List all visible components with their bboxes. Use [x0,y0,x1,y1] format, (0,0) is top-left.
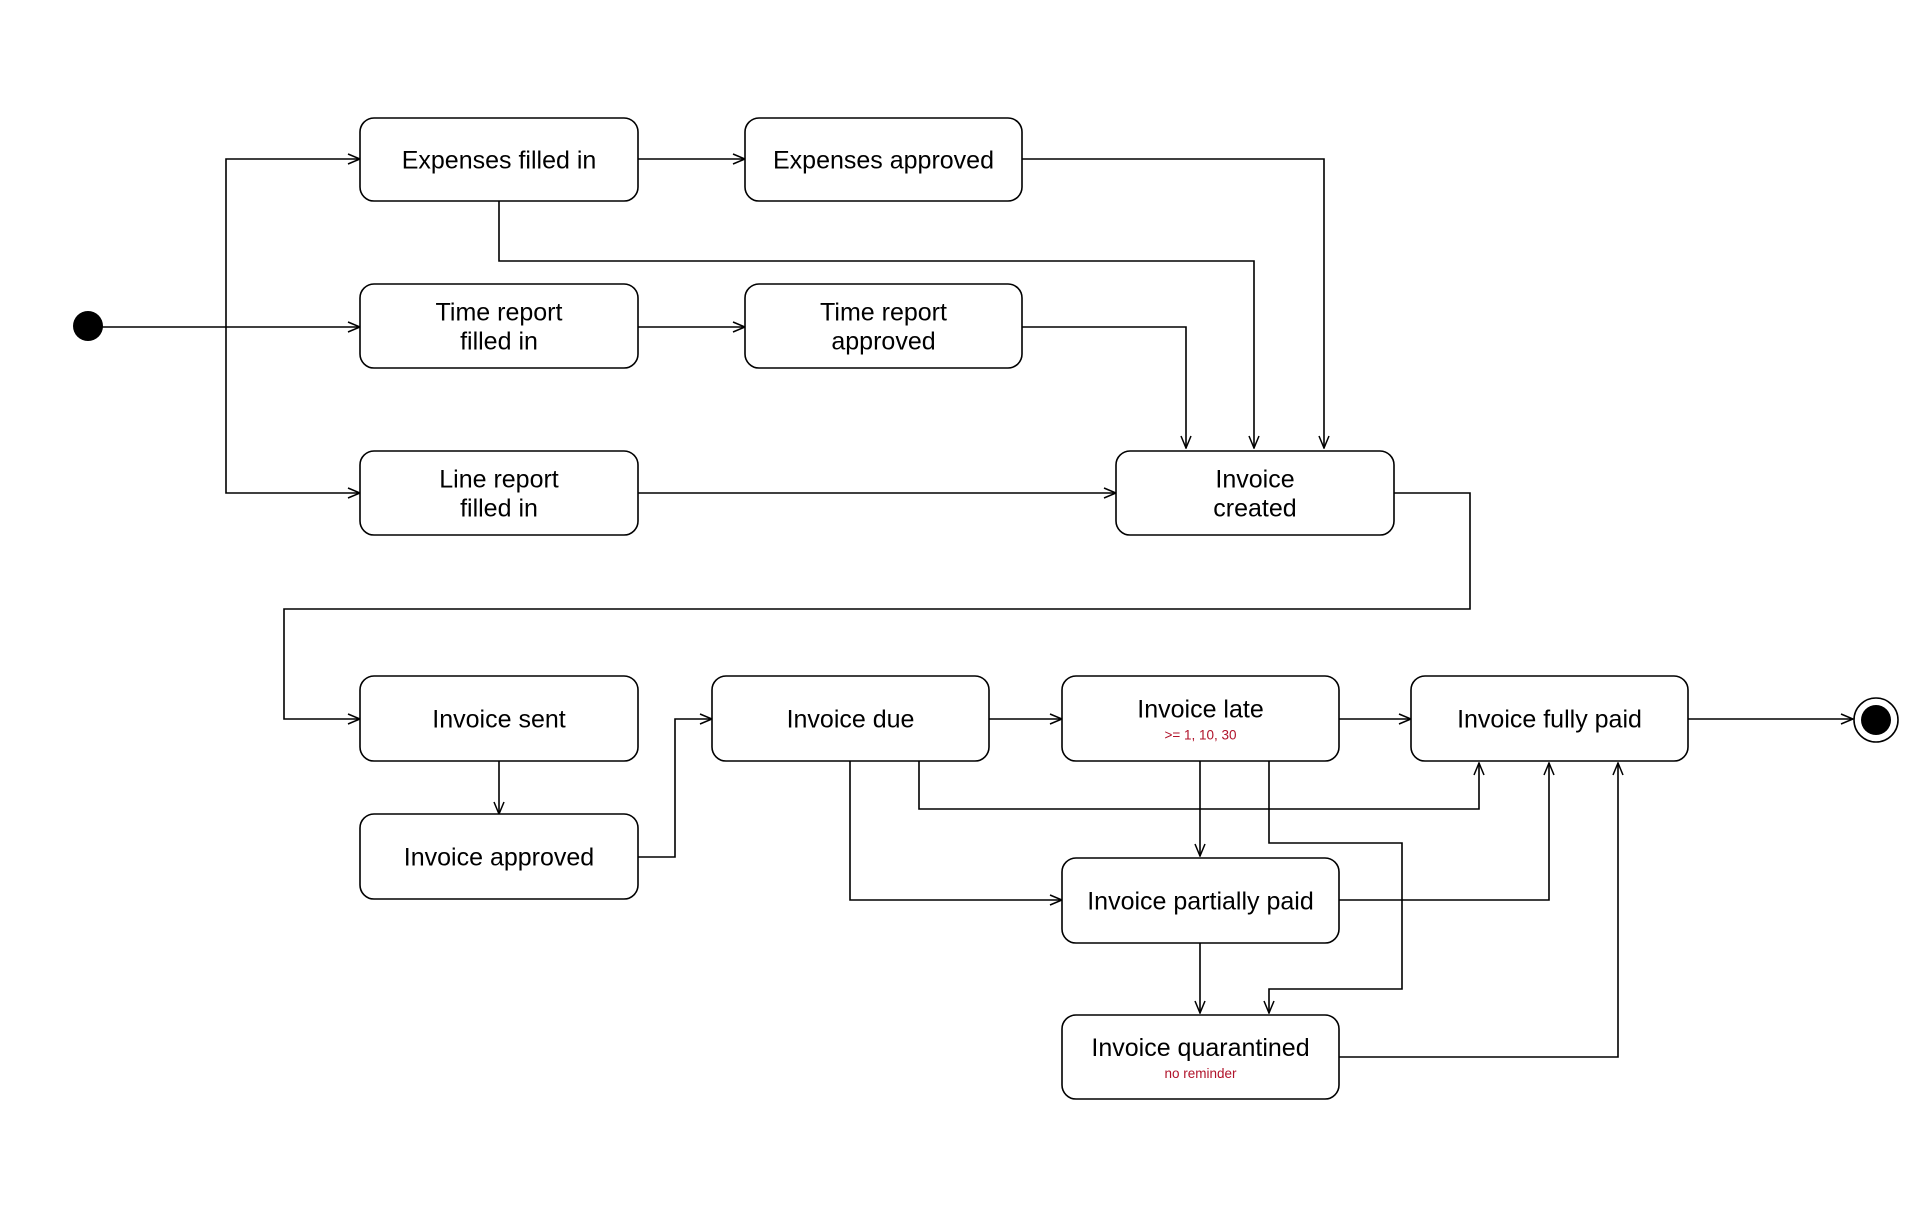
state-label: filled in [460,328,538,356]
transition-expenses-filled-in-to-invoice-created [498,201,1254,448]
state-label: Invoice late [1137,696,1263,724]
state-invoice-sent: Invoice sent [359,675,639,762]
state-expenses-filled-in: Expenses filled in [359,117,639,202]
state-label: Line report [439,466,559,494]
transition-initial-to-expenses-filled-in [225,159,360,327]
state-expenses-approved: Expenses approved [744,117,1023,202]
state-label: Expenses filled in [402,147,597,175]
state-note: >= 1, 10, 30 [1164,728,1236,743]
state-label: Invoice due [787,706,915,734]
transition-initial-to-line-report-filled-in [225,327,360,493]
state-invoice-quarantined: Invoice quarantined no reminder [1061,1014,1340,1100]
state-label: Time report [436,299,563,327]
final-state [1853,697,1899,743]
state-invoice-late: Invoice late >= 1, 10, 30 [1061,675,1340,762]
state-label: Invoice approved [404,844,594,872]
initial-state [73,311,103,341]
transition-expenses-approved-to-invoice-created [1022,158,1324,448]
transition-invoice-quarantined-to-invoice-fully-paid [1339,763,1618,1058]
state-label: Invoice quarantined [1091,1034,1309,1062]
state-label: created [1213,495,1296,523]
state-invoice-partially-paid: Invoice partially paid [1061,857,1340,944]
transition-invoice-due-to-invoice-fully-paid [918,761,1479,810]
state-label: approved [831,328,935,356]
state-invoice-approved: Invoice approved [359,813,639,900]
transition-invoice-partially-paid-to-invoice-fully-paid [1339,763,1549,901]
state-note: no reminder [1164,1066,1237,1081]
transition-time-report-approved-to-invoice-created [1022,326,1186,448]
state-label: filled in [460,495,538,523]
transition-invoice-approved-to-invoice-due [638,719,712,858]
state-label: Invoice [1215,466,1294,494]
transition-invoice-late-to-invoice-quarantined [1269,761,1403,1013]
state-label: Time report [820,299,947,327]
transition-invoice-due-to-invoice-partially-paid [849,761,1062,900]
state-invoice-due: Invoice due [711,675,990,762]
state-label: Invoice fully paid [1457,706,1642,734]
state-label: Invoice partially paid [1087,888,1314,916]
state-invoice-fully-paid: Invoice fully paid [1410,675,1689,762]
transition-lines [102,158,1853,1058]
transition-invoice-created-to-invoice-sent [283,492,1471,719]
state-label: Expenses approved [773,147,994,175]
state-label: Invoice sent [432,706,565,734]
